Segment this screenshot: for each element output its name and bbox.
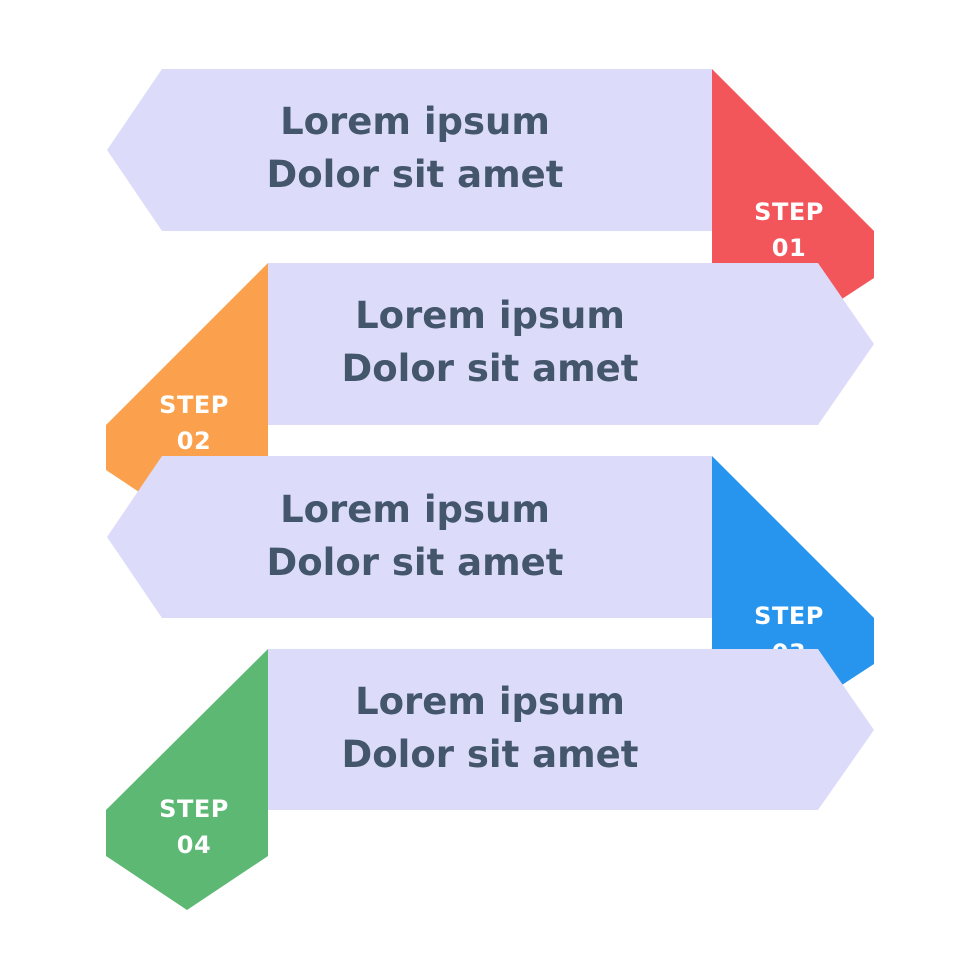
step-1-title-line2: Dolor sit amet — [267, 153, 564, 196]
step-4-badge — [106, 649, 268, 910]
step-2-badge-number: 02 — [177, 427, 211, 455]
step-2-badge-label: STEP — [159, 391, 229, 419]
step-1-title-line1: Lorem ipsum — [280, 100, 550, 143]
step-3-badge-label: STEP — [754, 602, 824, 630]
step-2: Lorem ipsum Dolor sit amet STEP 02 — [106, 263, 874, 524]
step-4-banner — [268, 649, 874, 810]
step-2-title-line1: Lorem ipsum — [355, 294, 625, 337]
step-4: Lorem ipsum Dolor sit amet STEP 04 — [106, 649, 874, 910]
step-2-title-line2: Dolor sit amet — [342, 347, 639, 390]
step-3: Lorem ipsum Dolor sit amet STEP 03 — [107, 456, 874, 717]
step-1-badge-number: 01 — [772, 234, 806, 262]
step-3-banner — [107, 456, 712, 618]
step-3-title-line1: Lorem ipsum — [280, 488, 550, 531]
step-4-badge-number: 04 — [177, 831, 211, 859]
step-4-title-line2: Dolor sit amet — [342, 733, 639, 776]
step-3-title-line2: Dolor sit amet — [267, 541, 564, 584]
step-4-badge-label: STEP — [159, 795, 229, 823]
step-2-banner — [268, 263, 874, 425]
step-4-title-line1: Lorem ipsum — [355, 680, 625, 723]
step-1-badge-label: STEP — [754, 198, 824, 226]
step-1-banner — [107, 69, 712, 231]
